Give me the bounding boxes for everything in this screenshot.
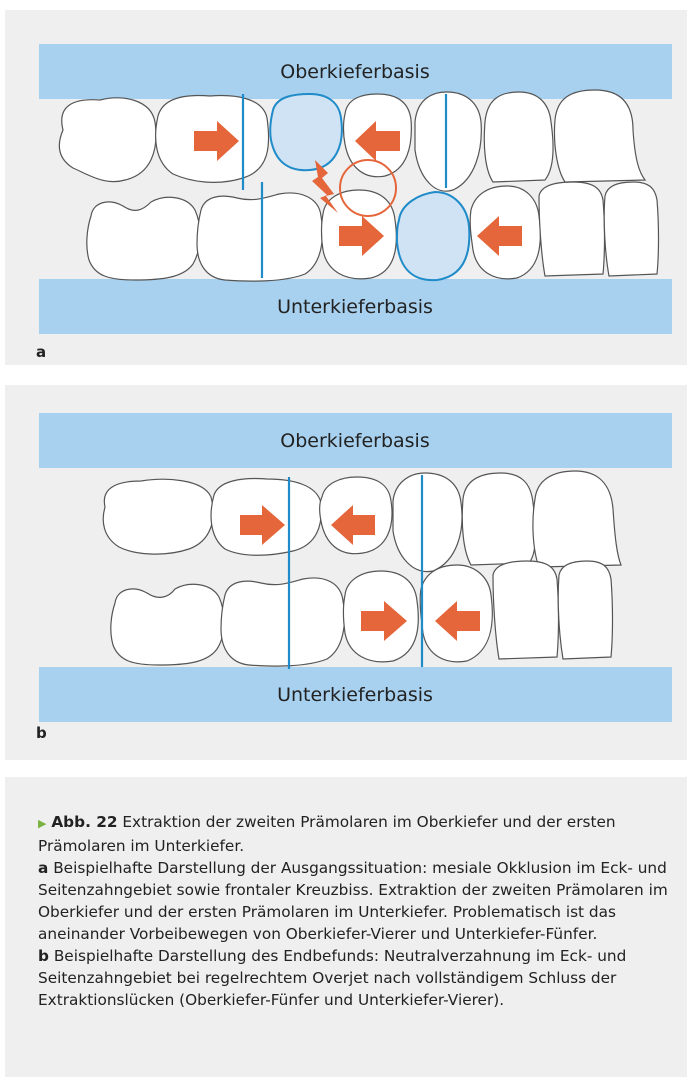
- upper-canine: [393, 473, 462, 572]
- caption-text: ▶ Abb. 22 Extraktion der zweiten Prämola…: [38, 811, 668, 1011]
- figure-caption: ▶ Abb. 22 Extraktion der zweiten Prämola…: [5, 777, 687, 1077]
- upper-molar-2: [59, 98, 156, 182]
- lower-molar-2: [87, 197, 200, 280]
- lower-jaw-label: Unterkieferbasis: [277, 684, 433, 706]
- lower-incisor-central: [558, 561, 612, 659]
- caption-b-label: b: [38, 947, 49, 965]
- upper-jaw-label: Oberkieferbasis: [280, 430, 429, 452]
- upper-incisor-central: [554, 90, 645, 182]
- figure-label: Abb. 22: [51, 813, 117, 831]
- caption-a-label: a: [38, 859, 48, 877]
- lower-jaw-label: Unterkieferbasis: [277, 296, 433, 318]
- upper-incisor-central: [533, 471, 621, 567]
- panel-a-sublabel: a: [36, 343, 46, 361]
- lower-incisor-central: [604, 182, 658, 276]
- panel-b-diagram: Oberkieferbasis Unterkieferbasis: [5, 385, 687, 760]
- triangle-bullet-icon: ▶: [38, 817, 46, 830]
- panel-b-sublabel: b: [36, 724, 47, 742]
- caption-a-text: Beispielhafte Darstellung der Ausgangssi…: [38, 859, 668, 943]
- lower-molar-2: [111, 584, 224, 665]
- caption-part-b: b Beispielhafte Darstellung des Endbefun…: [38, 945, 668, 1011]
- panel-a: Oberkieferbasis Unterkieferbasis: [5, 10, 687, 365]
- upper-jaw-label: Oberkieferbasis: [280, 61, 429, 83]
- upper-canine: [415, 92, 481, 191]
- panel-b: Oberkieferbasis Unterkieferbasis: [5, 385, 687, 760]
- caption-b-text: Beispielhafte Darstellung des Endbefunds…: [38, 947, 626, 1009]
- lower-incisor-lateral: [539, 182, 605, 276]
- upper-molar-2: [103, 479, 213, 554]
- upper-incisor-lateral: [484, 92, 553, 182]
- upper-incisor-lateral: [462, 473, 535, 565]
- lower-molar-1: [221, 578, 344, 666]
- lower-incisor-lateral: [493, 561, 559, 659]
- panel-a-diagram: Oberkieferbasis Unterkieferbasis: [5, 10, 687, 365]
- caption-title: ▶ Abb. 22 Extraktion der zweiten Prämola…: [38, 811, 668, 857]
- caption-title-text: Extraktion der zweiten Prämolaren im Obe…: [38, 813, 616, 855]
- caption-part-a: a Beispielhafte Darstellung der Ausgangs…: [38, 857, 668, 945]
- lower-molar-1: [197, 193, 322, 281]
- upper-premolar-2-extraction: [270, 94, 342, 170]
- lower-premolar-1-extraction: [397, 192, 469, 280]
